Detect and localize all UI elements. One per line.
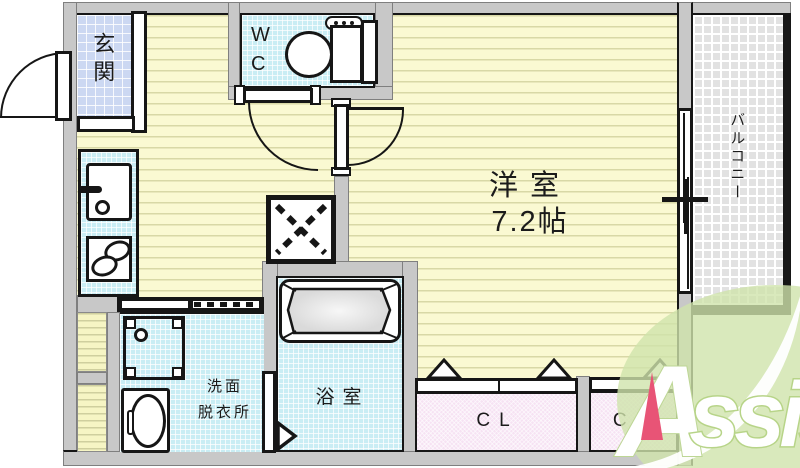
entrance-door-leaf bbox=[55, 51, 72, 121]
pan-corner bbox=[172, 318, 183, 329]
toilet-button bbox=[342, 21, 346, 25]
balcony-label: バルコニー bbox=[728, 112, 746, 202]
kitchen-faucet bbox=[78, 186, 102, 193]
bathroom-door-leaf bbox=[262, 371, 276, 453]
stairs-separator bbox=[77, 372, 107, 384]
pipe-space-box bbox=[266, 195, 336, 264]
washbasin-handle bbox=[127, 410, 134, 435]
assist-logo: A ssist bbox=[595, 268, 800, 468]
toilet-button bbox=[334, 21, 338, 25]
bathtub bbox=[278, 278, 402, 344]
toilet-lid bbox=[361, 20, 378, 84]
kitchen-bottom-wall bbox=[77, 295, 121, 313]
assist-logo-leaf bbox=[617, 285, 800, 468]
washroom-label-line2: 脱衣所 bbox=[197, 404, 252, 421]
sliding-door-panel bbox=[122, 301, 188, 308]
pan-corner bbox=[172, 367, 183, 378]
room-door-open-line bbox=[349, 107, 404, 110]
bathroom-label: 浴室 bbox=[315, 387, 370, 408]
entrance-label: 玄関 bbox=[90, 32, 116, 88]
main-room-name: 洋室 bbox=[488, 170, 571, 202]
washing-machine-pan bbox=[123, 316, 185, 380]
closet-door-divider bbox=[498, 381, 500, 391]
entrance-area bbox=[77, 15, 134, 118]
kitchen-sink-drain bbox=[95, 200, 110, 215]
pipe-space-x-mark bbox=[274, 203, 328, 256]
wc-door-leaf bbox=[243, 88, 313, 103]
washbasin-bowl bbox=[130, 394, 166, 448]
closet-main-fold-triangle bbox=[536, 358, 572, 380]
stairs-hatch-upper bbox=[77, 312, 107, 372]
assist-logo-red-triangle bbox=[641, 372, 663, 440]
partition-wall bbox=[334, 176, 349, 268]
entrance-step-horizontal bbox=[77, 116, 135, 132]
washbasin bbox=[121, 388, 170, 453]
toilet-tank bbox=[330, 25, 363, 83]
assist-logo-initial: A bbox=[614, 338, 711, 468]
washroom-label-line1: 洗面 bbox=[206, 378, 243, 395]
closet-main-fold-triangle bbox=[426, 358, 462, 380]
closet-main-floor bbox=[415, 392, 578, 452]
pan-drain bbox=[134, 328, 148, 342]
window-sash-line bbox=[683, 113, 685, 223]
toilet-button bbox=[350, 21, 354, 25]
washroom-sliding-door bbox=[117, 297, 264, 312]
main-room-size: 7.2帖 bbox=[491, 206, 569, 238]
washroom-left-wall bbox=[107, 312, 120, 452]
wc-label: WC bbox=[251, 24, 270, 75]
entrance-step-vertical bbox=[131, 11, 147, 133]
kitchen-sink bbox=[86, 163, 132, 221]
pan-corner bbox=[125, 318, 136, 329]
room-door-leaf bbox=[334, 104, 349, 170]
toilet-bowl bbox=[285, 31, 333, 78]
closet-main-doors bbox=[415, 378, 578, 394]
closet-divider-wall bbox=[576, 376, 590, 452]
window-cross-vertical bbox=[684, 179, 688, 234]
closet-main-label: CL bbox=[476, 410, 519, 431]
window-sash-line bbox=[687, 177, 689, 289]
washroom-label: 洗面 脱衣所 bbox=[170, 374, 280, 426]
pan-corner bbox=[125, 367, 136, 378]
bathroom-door-swing-triangle bbox=[276, 421, 298, 451]
entrance-door-open-line bbox=[0, 116, 56, 118]
sliding-door-accordion bbox=[193, 301, 259, 308]
stairs-hatch-lower bbox=[77, 384, 107, 452]
assist-logo-leaf-vein bbox=[635, 295, 800, 468]
assist-logo-rest: ssist bbox=[689, 364, 800, 466]
